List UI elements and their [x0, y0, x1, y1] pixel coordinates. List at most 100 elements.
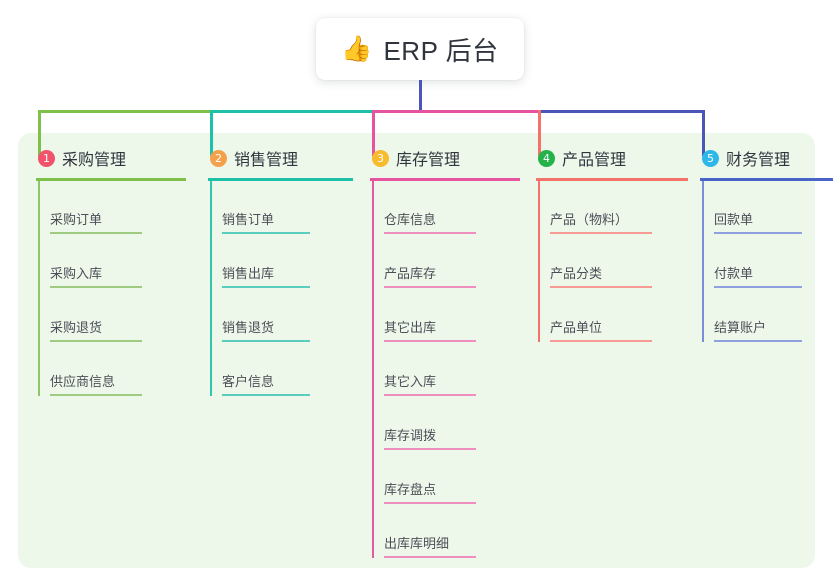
leaf-item[interactable]: 库存盘点	[384, 460, 496, 504]
leaf-item-rule	[714, 286, 802, 288]
leaf-item[interactable]: 客户信息	[222, 352, 330, 396]
column-spine-1	[38, 181, 40, 396]
leaf-item-label: 供应商信息	[50, 374, 116, 389]
leaf-item-rule	[50, 394, 142, 396]
leaf-item-rule	[222, 286, 310, 288]
bus-segment-1	[38, 110, 213, 113]
column-title-3: 库存管理	[396, 152, 461, 169]
column-drop-4	[538, 110, 541, 156]
bus-segment-2	[210, 110, 375, 113]
leaf-item[interactable]: 销售退货	[222, 298, 330, 342]
column-badge-4: 4	[538, 149, 555, 167]
leaf-item-rule	[50, 286, 142, 288]
leaf-item-rule	[550, 232, 652, 234]
column-badge-5: 5	[702, 149, 719, 167]
bus-segment-3	[372, 110, 541, 113]
bus-segment-4	[538, 110, 705, 113]
column-header-rule-5	[700, 178, 833, 181]
leaf-item-label: 销售出库	[222, 266, 275, 281]
leaf-item-label: 回款单	[714, 212, 754, 227]
column-drop-1	[38, 110, 41, 156]
leaf-item[interactable]: 出库库明细	[384, 514, 496, 558]
column-header-4[interactable]: 4 产品管理	[518, 146, 690, 170]
column-spine-5	[702, 181, 704, 342]
leaf-item-label: 库存调拨	[384, 428, 437, 443]
leaf-item-label: 出库库明细	[384, 536, 450, 551]
leaf-item-rule	[384, 340, 476, 342]
leaf-item-rule	[222, 394, 310, 396]
column-badge-3: 3	[372, 149, 389, 167]
column-title-2: 销售管理	[234, 152, 299, 169]
leaf-item[interactable]: 其它出库	[384, 298, 496, 342]
root-connector-stub	[419, 80, 422, 113]
column-header-rule-2	[208, 178, 353, 181]
leaf-item-label: 采购订单	[50, 212, 103, 227]
column-spine-4	[538, 181, 540, 342]
column-drop-5	[702, 110, 705, 156]
column-drop-3	[372, 110, 375, 156]
leaf-item-rule	[222, 232, 310, 234]
leaf-item-label: 结算账户	[714, 320, 767, 335]
column-header-3[interactable]: 3 库存管理	[352, 146, 522, 170]
columns-panel	[18, 133, 815, 568]
leaf-item[interactable]: 采购入库	[50, 244, 162, 288]
column-header-rule-1	[36, 178, 186, 181]
leaf-item[interactable]: 库存调拨	[384, 406, 496, 450]
leaf-item[interactable]: 供应商信息	[50, 352, 162, 396]
column-header-2[interactable]: 2 销售管理	[190, 146, 355, 170]
leaf-item[interactable]: 产品单位	[550, 298, 672, 342]
leaf-item[interactable]: 回款单	[714, 190, 822, 234]
leaf-item[interactable]: 结算账户	[714, 298, 822, 342]
leaf-item-label: 库存盘点	[384, 482, 437, 497]
leaf-item-label: 采购退货	[50, 320, 103, 335]
leaf-item[interactable]: 付款单	[714, 244, 822, 288]
column-2: 2 销售管理销售订单销售出库销售退货客户信息	[190, 146, 355, 566]
leaf-item[interactable]: 采购退货	[50, 298, 162, 342]
leaf-item-rule	[222, 340, 310, 342]
leaf-item-rule	[384, 502, 476, 504]
leaf-item-label: 采购入库	[50, 266, 103, 281]
root-node[interactable]: 👍 ERP 后台	[316, 18, 524, 80]
leaf-item[interactable]: 产品分类	[550, 244, 672, 288]
leaf-item-label: 销售退货	[222, 320, 275, 335]
leaf-item-label: 产品库存	[384, 266, 437, 281]
column-drop-2	[210, 110, 213, 156]
leaf-item-rule	[50, 340, 142, 342]
leaf-item-rule	[384, 286, 476, 288]
leaf-item[interactable]: 仓库信息	[384, 190, 496, 234]
leaf-item-rule	[384, 556, 476, 558]
column-badge-2: 2	[210, 149, 227, 167]
leaf-item[interactable]: 采购订单	[50, 190, 162, 234]
column-spine-2	[210, 181, 212, 396]
column-title-1: 采购管理	[62, 152, 127, 169]
leaf-item-label: 客户信息	[222, 374, 275, 389]
leaf-item[interactable]: 其它入库	[384, 352, 496, 396]
leaf-item-rule	[550, 340, 652, 342]
leaf-item[interactable]: 销售订单	[222, 190, 330, 234]
column-title-4: 产品管理	[562, 152, 627, 169]
leaf-item-label: 产品分类	[550, 266, 603, 281]
leaf-item-label: 产品（物料）	[550, 212, 629, 227]
leaf-item[interactable]: 产品库存	[384, 244, 496, 288]
column-header-rule-3	[370, 178, 520, 181]
column-spine-3	[372, 181, 374, 558]
leaf-item-rule	[384, 232, 476, 234]
leaf-item-rule	[714, 232, 802, 234]
leaf-item-rule	[384, 394, 476, 396]
leaf-item[interactable]: 产品（物料）	[550, 190, 672, 234]
leaf-item-label: 其它出库	[384, 320, 437, 335]
leaf-item-label: 仓库信息	[384, 212, 437, 227]
leaf-item-label: 付款单	[714, 266, 754, 281]
column-4: 4 产品管理产品（物料） 产品分类产品单位	[518, 146, 690, 566]
leaf-item-label: 其它入库	[384, 374, 437, 389]
leaf-item-rule	[714, 340, 802, 342]
root-node-title: ERP 后台	[383, 35, 499, 66]
leaf-item-rule	[550, 286, 652, 288]
leaf-item[interactable]: 销售出库	[222, 244, 330, 288]
leaf-item-rule	[50, 232, 142, 234]
